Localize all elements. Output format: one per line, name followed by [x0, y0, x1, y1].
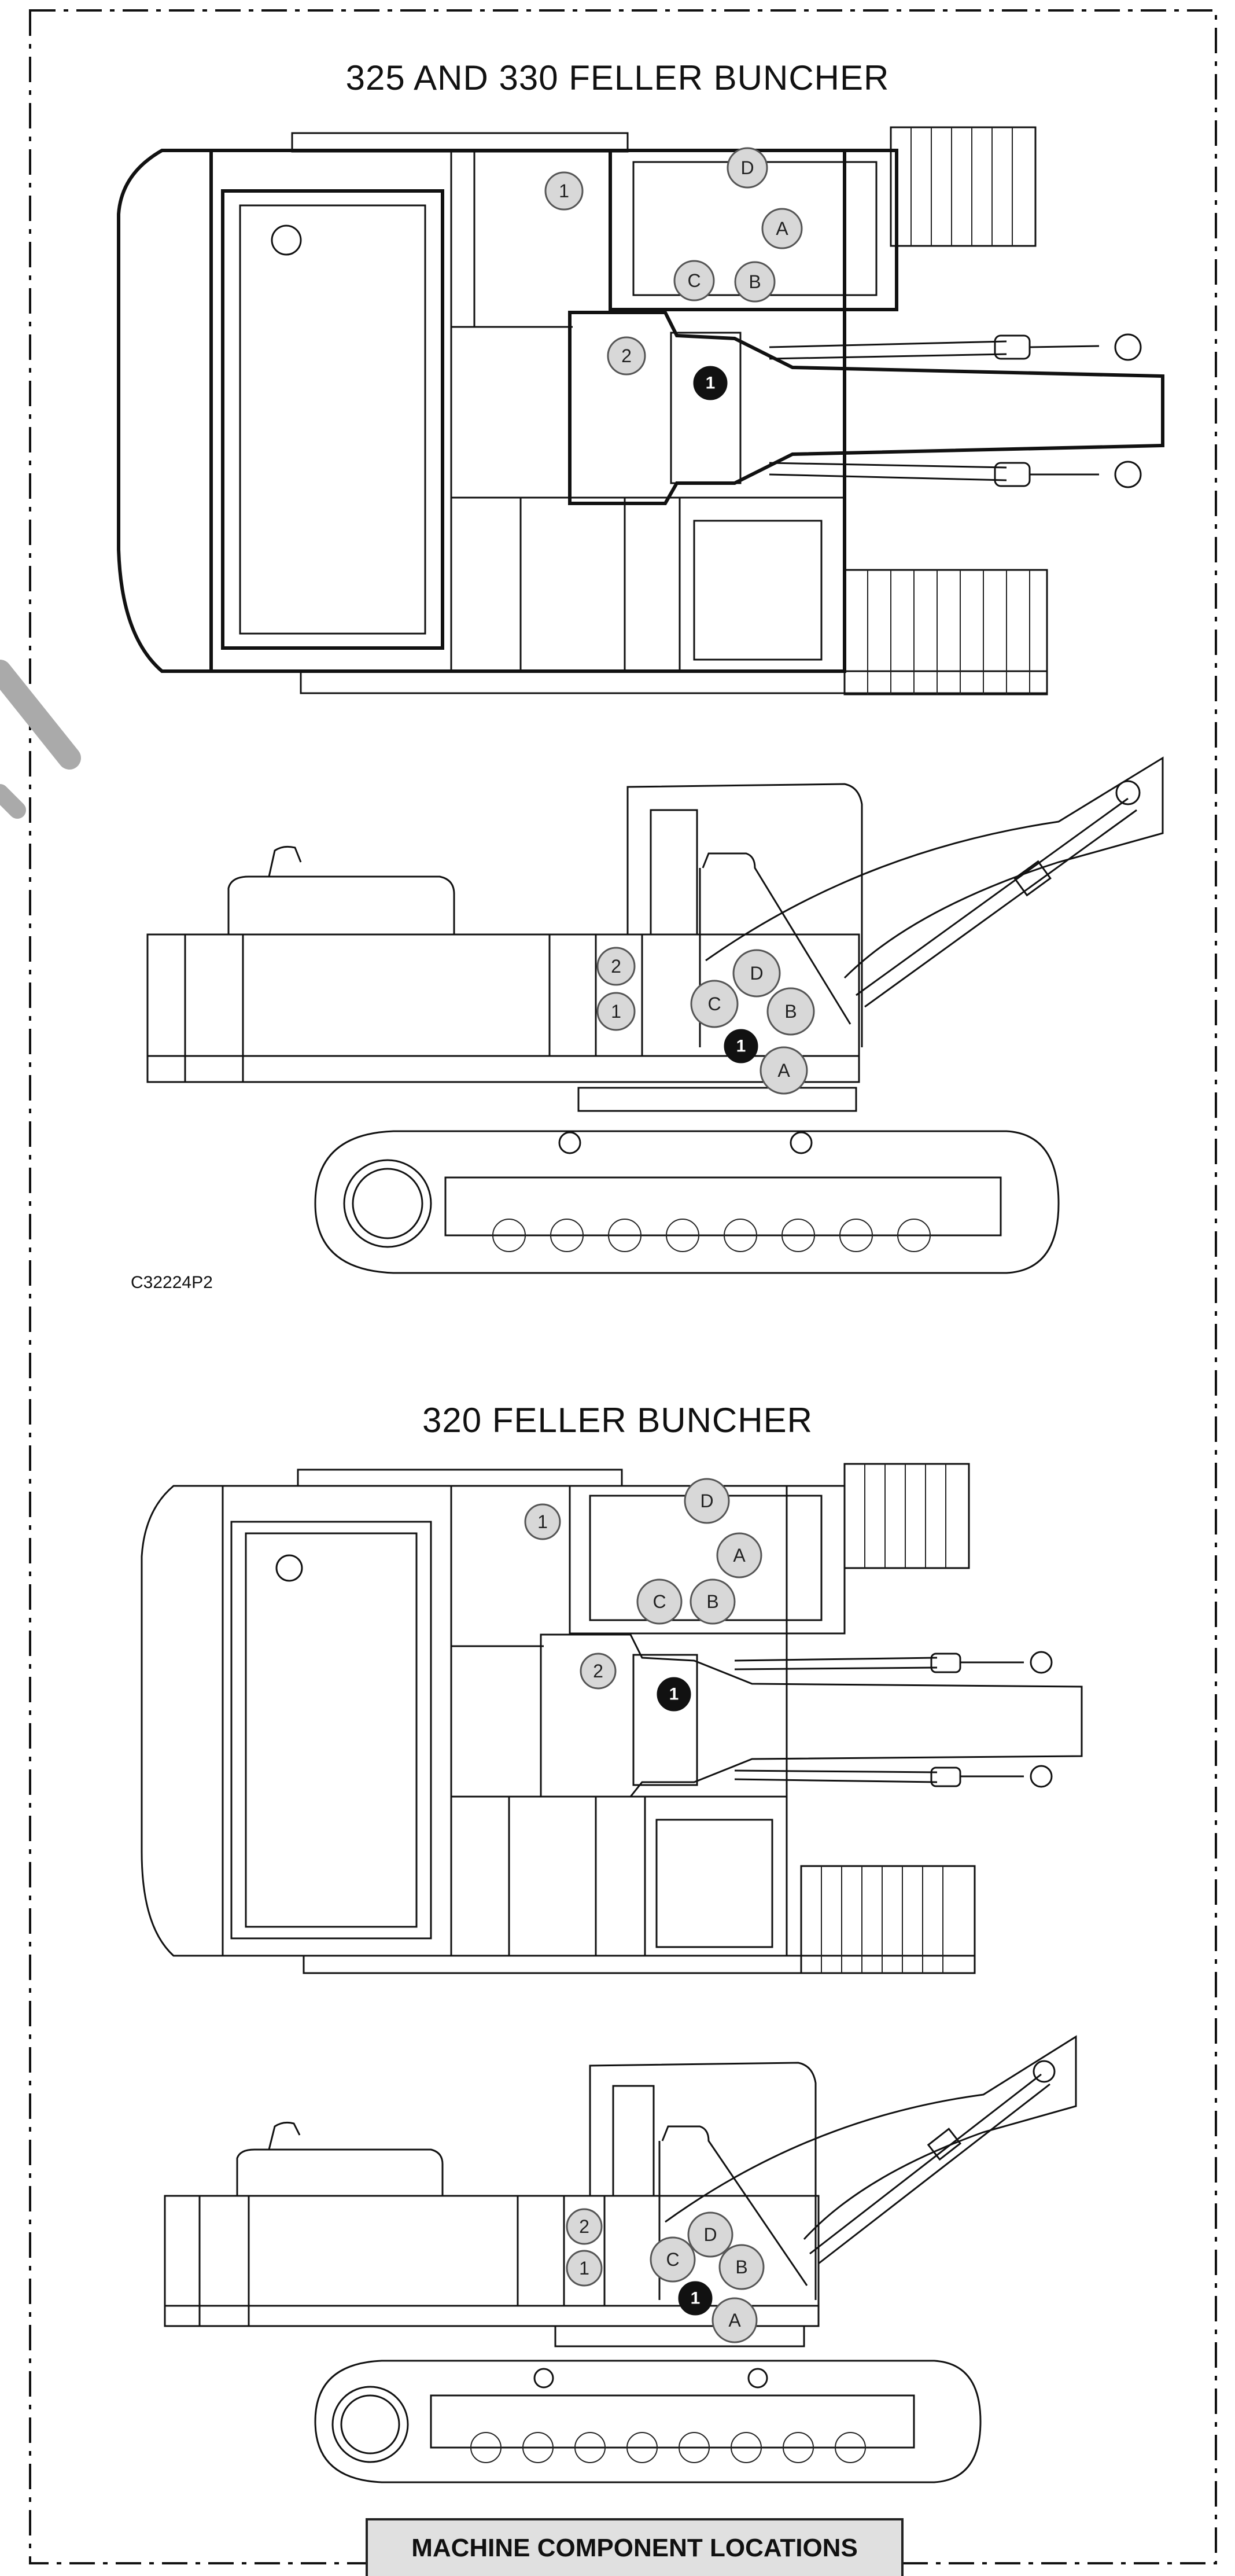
diagram-title-top: 325 AND 330 FELLER BUNCHER	[345, 58, 890, 97]
marker-c: C	[690, 980, 739, 1028]
marker-a: A	[761, 208, 803, 249]
svg-text:D: D	[740, 157, 754, 178]
footer-caption-box: MACHINE COMPONENT LOCATIONS	[366, 2518, 904, 2576]
marker-d: D	[732, 949, 781, 998]
svg-text:B: B	[784, 1001, 797, 1022]
svg-text:1: 1	[736, 1037, 746, 1056]
marker-2: 2	[566, 2208, 603, 2245]
svg-text:1: 1	[706, 374, 716, 393]
figure-id: C32224P2	[131, 1273, 213, 1292]
marker-a: A	[716, 1532, 762, 1578]
marker-c: C	[636, 1578, 683, 1625]
marker-1: 1	[596, 992, 636, 1031]
marker-d: D	[684, 1478, 730, 1524]
marker-b: B	[766, 987, 815, 1036]
marker-b: B	[690, 1578, 736, 1625]
svg-text:D: D	[700, 1491, 713, 1511]
svg-text:D: D	[703, 2224, 717, 2245]
svg-text:2: 2	[621, 345, 632, 366]
svg-text:C: C	[687, 270, 701, 291]
marker-1-dark: 1	[693, 366, 728, 400]
svg-text:A: A	[733, 1545, 746, 1566]
marker-1: 1	[544, 171, 584, 211]
svg-text:2: 2	[579, 2216, 589, 2237]
diagram-title-bottom: 320 FELLER BUNCHER	[422, 1401, 813, 1440]
svg-text:D: D	[750, 963, 763, 984]
svg-text:B: B	[749, 271, 761, 292]
svg-text:2: 2	[611, 956, 621, 977]
marker-2: 2	[580, 1653, 617, 1690]
marker-1: 1	[566, 2250, 603, 2287]
marker-b: B	[734, 261, 776, 303]
svg-text:1: 1	[669, 1685, 679, 1704]
marker-1: 1	[524, 1503, 561, 1540]
svg-text:A: A	[776, 218, 788, 239]
svg-text:1: 1	[611, 1001, 621, 1022]
svg-text:A: A	[728, 2310, 741, 2331]
svg-text:2: 2	[593, 1661, 603, 1681]
marker-a: A	[711, 2297, 758, 2343]
marker-b: B	[718, 2244, 765, 2290]
marker-d: D	[727, 147, 768, 189]
marker-c: C	[673, 260, 715, 301]
svg-text:C: C	[707, 993, 721, 1014]
marker-2: 2	[607, 336, 646, 376]
marker-c: C	[650, 2236, 696, 2283]
svg-text:1: 1	[559, 181, 569, 201]
marker-1-dark: 1	[678, 2281, 713, 2316]
svg-text:B: B	[706, 1591, 718, 1612]
svg-text:1: 1	[579, 2258, 589, 2279]
svg-text:B: B	[735, 2257, 747, 2277]
marker-d: D	[687, 2211, 733, 2258]
marker-2: 2	[596, 947, 636, 986]
svg-text:C: C	[666, 2249, 679, 2270]
svg-text:C: C	[652, 1591, 666, 1612]
svg-text:1: 1	[691, 2289, 701, 2308]
svg-text:A: A	[777, 1060, 790, 1081]
marker-a: A	[760, 1046, 808, 1095]
svg-text:1: 1	[537, 1511, 548, 1532]
marker-1-dark: 1	[657, 1677, 691, 1712]
marker-1-dark: 1	[724, 1029, 758, 1063]
footer-caption: MACHINE COMPONENT LOCATIONS	[411, 2534, 858, 2562]
